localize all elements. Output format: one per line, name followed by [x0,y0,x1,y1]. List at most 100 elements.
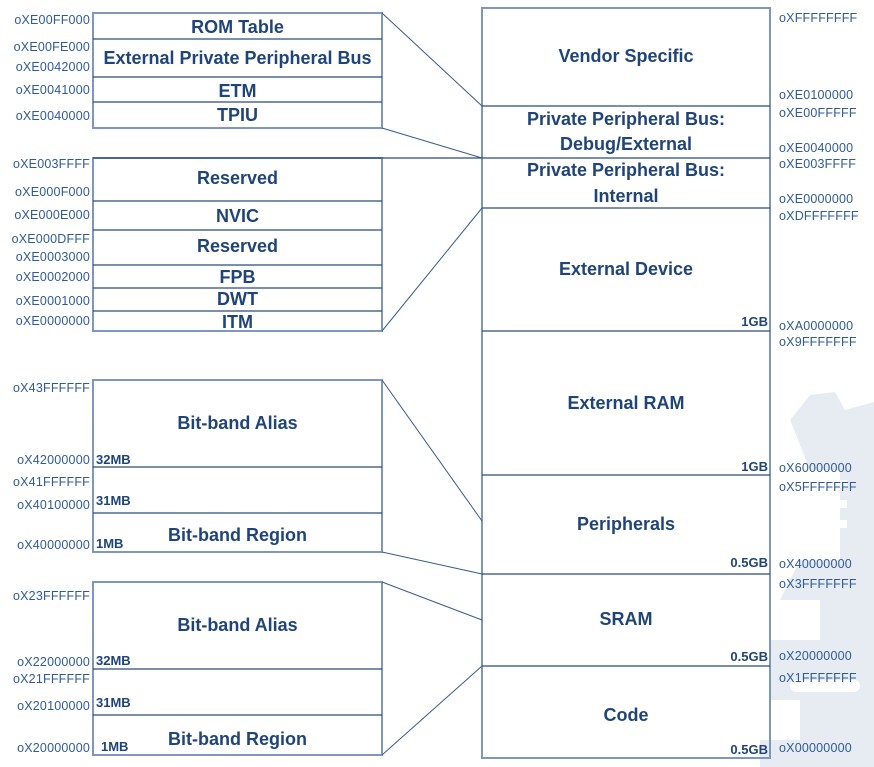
ppb-row-external-ppb[interactable]: External Private Peripheral Bus [93,39,382,77]
ppb-row-dwt[interactable]: DWT [93,288,382,311]
address-label: oXE003FFFF [12,157,90,171]
region-label: External RAM [567,393,685,413]
address-label: oX22000000 [17,655,90,669]
row-label: ETM [218,81,257,101]
address-label: oXE000E000 [14,208,90,222]
address-label: oXE0003000 [15,250,90,264]
bitband-alias-label: Bit-band Alias [177,615,298,635]
address-label: oXE0002000 [15,270,90,284]
bitband-size: 1MB [96,536,124,551]
address-label: oXE00FFFFF [779,106,857,120]
address-label: oXE000F000 [15,185,90,199]
sram-bitband-detail: Bit-band Alias 32MB 31MB Bit-band Region… [93,582,382,755]
ppb-row-reserved[interactable]: Reserved [93,230,382,265]
region-size: 0.5GB [730,742,768,757]
ppb-internal-detail: Reserved NVIC Reserved FPB DWT ITM [93,158,382,332]
bitband-size: 31MB [96,493,131,508]
ppb-row-itm[interactable]: ITM [93,311,382,332]
address-label: oX3FFFFFFF [779,577,857,591]
address-label: oX23FFFFFF [12,589,90,603]
peripheral-bitband-detail: Bit-band Alias 32MB 31MB Bit-band Region… [93,380,382,552]
address-label: oX5FFFFFFF [779,480,857,494]
region-external-device[interactable]: External Device 1GB [482,208,770,331]
address-label: oXE000DFFF [11,232,90,246]
region-label: SRAM [599,609,653,629]
address-label: oX1FFFFFFF [779,671,857,685]
address-label: oX21FFFFFF [12,672,90,686]
bitband-size: 1MB [101,739,129,754]
region-label-line1: Private Peripheral Bus: [526,109,726,129]
bitband-gap[interactable]: 31MB [93,669,382,715]
region-label: Peripherals [576,514,676,534]
ppb-row-etm[interactable]: ETM [93,77,382,102]
region-code[interactable]: Code 0.5GB [482,666,770,758]
bitband-region[interactable]: Bit-band Region 1MB [93,513,382,552]
region-ppb-debug-external[interactable]: Private Peripheral Bus: Debug/External [482,106,770,158]
bitband-alias[interactable]: Bit-band Alias 32MB [93,380,382,467]
bitband-gap[interactable]: 31MB [93,467,382,513]
region-size: 0.5GB [730,649,768,664]
ppb-row-reserved[interactable]: Reserved [93,158,382,201]
bitband-size: 32MB [96,653,131,668]
region-label: Code [603,705,649,725]
address-label: oXE0040000 [779,141,854,155]
address-label: oX20000000 [779,649,852,663]
main-memory-map: Vendor Specific Private Peripheral Bus: … [482,8,770,758]
region-size: 1GB [741,314,768,329]
region-external-ram[interactable]: External RAM 1GB [482,331,770,475]
row-label: External Private Peripheral Bus [103,48,372,68]
address-label: oXE00FF000 [14,13,90,27]
address-label: oX40000000 [779,557,852,571]
address-label: oXFFFFFFFF [779,11,858,25]
region-label-line1: Private Peripheral Bus: [526,160,726,180]
ppb-row-nvic[interactable]: NVIC [93,201,382,230]
address-label: oXE0042000 [15,60,90,74]
address-label: oX20000000 [17,741,90,755]
row-label: FPB [219,267,256,287]
address-label: oXE0000000 [779,192,854,206]
address-label: oX9FFFFFFF [779,335,857,349]
ppb-row-rom-table[interactable]: ROM Table [93,13,382,39]
region-label-line2: Internal [593,186,659,206]
address-label: oX42000000 [17,453,90,467]
bitband-size: 31MB [96,695,131,710]
address-label: oXE00FE000 [13,40,90,54]
bitband-alias-label: Bit-band Alias [177,413,298,433]
region-peripherals[interactable]: Peripherals 0.5GB [482,475,770,574]
address-label: oXE0041000 [15,83,90,97]
address-label: oX40000000 [17,538,90,552]
address-label: oX41FFFFFF [12,475,90,489]
region-vendor-specific[interactable]: Vendor Specific [482,8,770,106]
bitband-region-label: Bit-band Region [168,525,307,545]
bitband-region[interactable]: Bit-band Region 1MB [93,715,382,755]
bitband-alias[interactable]: Bit-band Alias 32MB [93,582,382,669]
address-label: oXE0000000 [15,314,90,328]
region-size: 1GB [741,459,768,474]
bitband-region-label: Bit-band Region [168,729,307,749]
address-label: oXE003FFFF [779,157,857,171]
address-label: oXE0100000 [779,88,854,102]
ppb-external-detail: ROM Table External Private Peripheral Bu… [93,13,382,128]
ppb-row-tpiu[interactable]: TPIU [93,102,382,128]
region-label-line2: Debug/External [559,134,693,154]
region-label: External Device [558,259,694,279]
address-label: oX20100000 [17,699,90,713]
region-size: 0.5GB [730,555,768,570]
row-label: DWT [217,289,258,309]
address-label: oX40100000 [17,498,90,512]
address-label: oXDFFFFFFF [779,209,859,223]
region-label: Vendor Specific [558,46,694,66]
row-label: Reserved [196,236,279,256]
address-label: oX43FFFFFF [12,381,90,395]
row-label: ITM [222,312,253,332]
bitband-size: 32MB [96,452,131,467]
region-ppb-internal[interactable]: Private Peripheral Bus: Internal [482,158,770,208]
ppb-row-fpb[interactable]: FPB [93,265,382,288]
region-sram[interactable]: SRAM 0.5GB [482,574,770,666]
row-label: TPIU [216,105,258,125]
row-label: Reserved [196,168,279,188]
address-label: oXE0040000 [15,109,90,123]
address-label: oX60000000 [779,461,852,475]
address-label: oX00000000 [779,741,852,755]
